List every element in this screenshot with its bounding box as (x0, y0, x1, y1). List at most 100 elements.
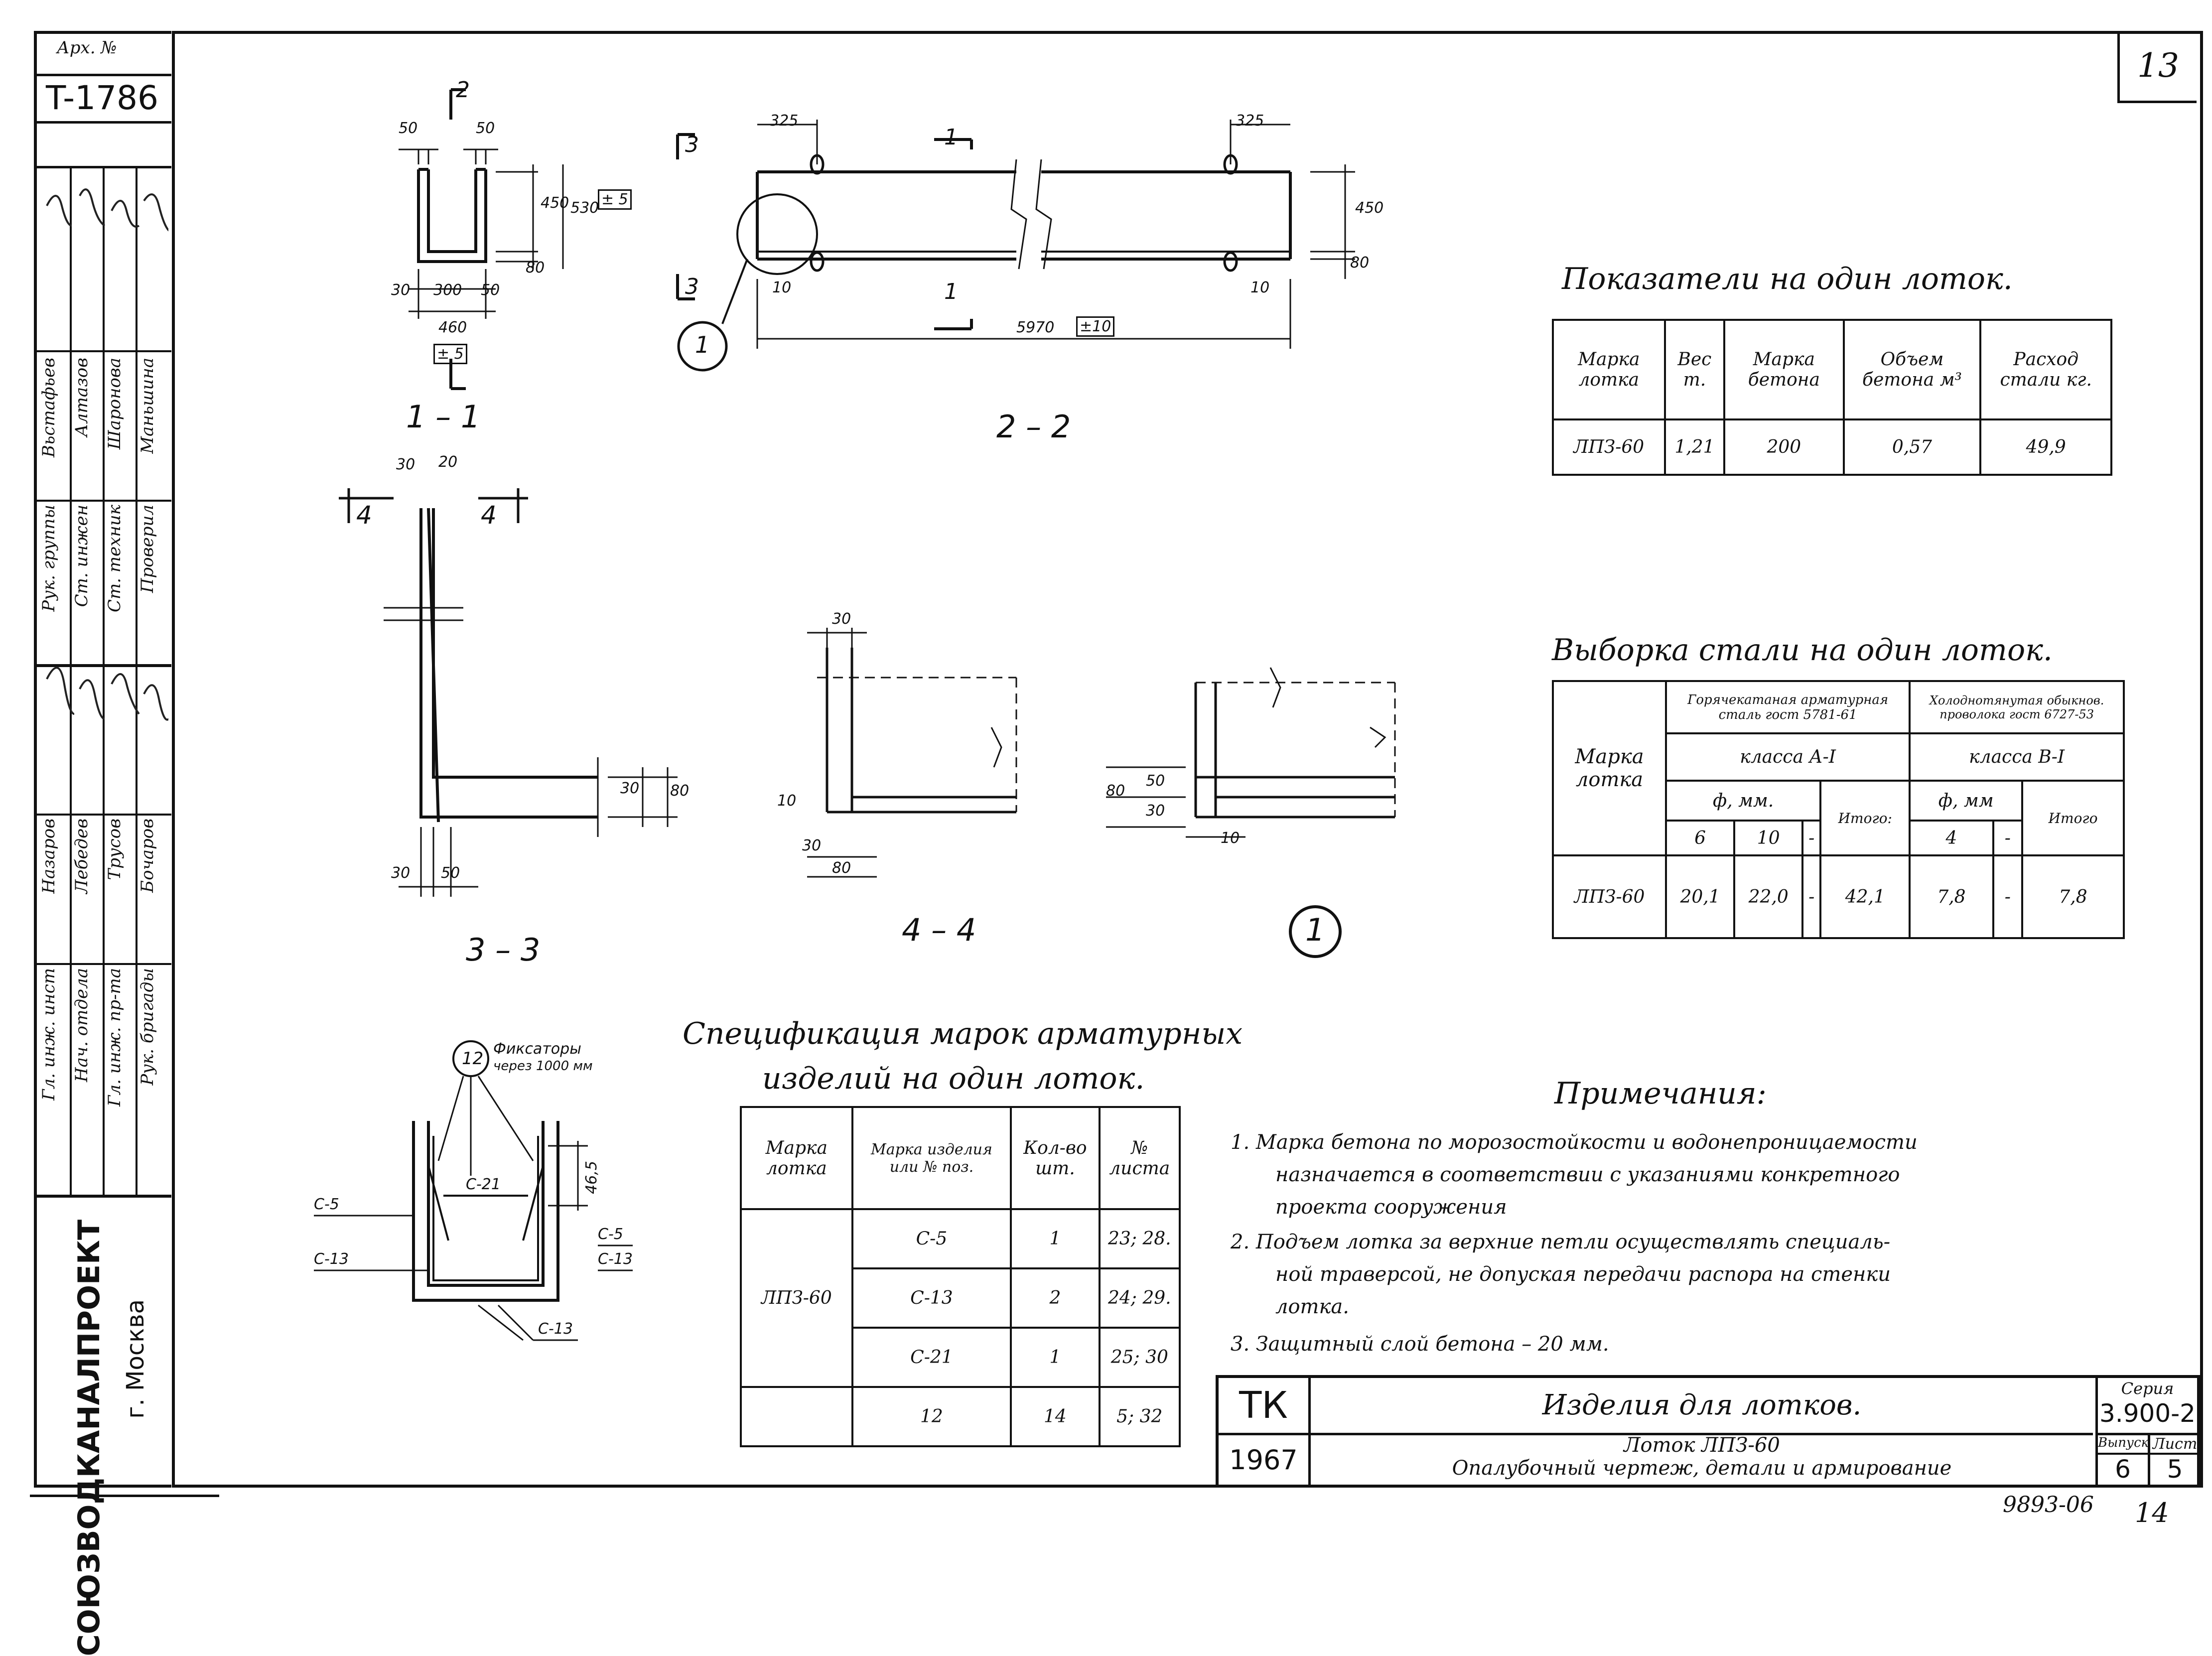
note-line-2: назначается в соответствии с указаниями … (1275, 1163, 1900, 1186)
note-line-4: 2. Подъем лотка за верхние петли осущест… (1231, 1231, 1891, 1253)
dim-22-325b: 325 (1236, 112, 1264, 130)
section-3-3-label: 3 – 3 (466, 932, 541, 968)
spec-r2-qty: 2 (1010, 1267, 1101, 1329)
indicators-table: Марка лотка Вес т. Марка бетона Объем бе… (1552, 319, 2112, 476)
spec-h-qty: Кол-во шт. (1010, 1106, 1101, 1210)
tb-year: 1967 (1219, 1435, 1311, 1485)
dim-33-30b: 30 (620, 780, 640, 797)
title-block: ТК 1967 Изделия для лотков. Лоток ЛПЗ-60… (1216, 1375, 2200, 1488)
ind-h-mark: Марка лотка (1552, 319, 1666, 420)
rebar-c13-left: С-13 (314, 1250, 349, 1268)
spec-r4-sheet: 5; 32 (1098, 1386, 1181, 1447)
steel-h-phi: ф, мм. (1664, 780, 1822, 822)
steel-v3: - (1801, 854, 1822, 939)
dim-n1-30: 30 (1146, 802, 1165, 820)
dim-33-50: 50 (441, 864, 460, 882)
steel-h-total2: Итого (2021, 780, 2125, 856)
cut-mark-4-left: 4 (356, 501, 372, 530)
spec-title-1: Спецификация марок арматурных (683, 1016, 1243, 1051)
rebar-c13-right: С-13 (598, 1250, 633, 1268)
dim-22-450: 450 (1355, 199, 1384, 217)
rebar-c5-left: С-5 (314, 1196, 339, 1213)
spec-r1-sheet: 23; 28. (1098, 1208, 1181, 1269)
steel-v7: 7,8 (2021, 854, 2125, 939)
steel-v1: 20,1 (1664, 854, 1736, 939)
ind-concrete: 200 (1723, 418, 1845, 476)
dim-22-80: 80 (1350, 254, 1370, 272)
cut-mark-2: 2 (456, 77, 470, 103)
ind-h-volume: Объем бетона м³ (1842, 319, 1982, 420)
cut-mark-3-top: 3 (685, 132, 699, 157)
page-number: 13 (2117, 31, 2197, 103)
dim-33-80: 80 (670, 782, 690, 800)
note-line-5: ной траверсой, не допуская передачи расп… (1275, 1263, 1891, 1286)
section-4-4-label: 4 – 4 (902, 912, 976, 948)
archive-label: Арх. № (57, 38, 117, 58)
rebar-c5-right: С-5 (598, 1226, 623, 1243)
footer-rule (30, 1495, 219, 1497)
dim-11-50c: 50 (481, 281, 500, 299)
steel-v5: 7,8 (1909, 854, 1994, 939)
steel-v2: 22,0 (1733, 854, 1804, 939)
rebar-c21: С-21 (466, 1176, 501, 1193)
cut-mark-1-top: 1 (944, 125, 958, 150)
dim-33-30c: 30 (391, 864, 411, 882)
steel-h-total: Итого: (1819, 780, 1911, 856)
footer-page: 14 (2135, 1497, 2169, 1528)
spec-r3-item: С-21 (851, 1327, 1012, 1388)
tb-tk: ТК (1219, 1378, 1311, 1435)
callout-1: 1 (695, 331, 710, 358)
archive-box: Арх. № (37, 34, 171, 76)
ind-h-weight: Вес т. (1663, 319, 1726, 420)
tb-issue: 6 (2098, 1453, 2148, 1487)
dim-11-tol: ± 5 (598, 189, 632, 210)
dim-11-tol-b: ± 5 (433, 344, 467, 364)
dim-44-80: 80 (832, 859, 851, 877)
dim-22-tol: ±10 (1076, 316, 1115, 337)
archive-number: T-1786 (46, 79, 159, 117)
steel-h-class1: класса А-I (1664, 732, 1911, 782)
ind-volume: 0,57 (1842, 418, 1982, 476)
dim-11-460: 460 (438, 319, 467, 336)
spec-r4-qty: 14 (1010, 1386, 1101, 1447)
dim-44-30b: 30 (802, 837, 822, 854)
spec-r2-item: С-13 (851, 1267, 1012, 1329)
dim-11-530: 530 (570, 199, 599, 217)
dim-44-10: 10 (777, 792, 797, 810)
dim-11-30: 30 (391, 281, 411, 299)
rebar-dim: 46,5 (583, 1161, 600, 1194)
indicators-title: Показатели на один лоток. (1562, 262, 2013, 296)
rebar-fixators: Фиксаторы (493, 1040, 581, 1058)
spec-r1-qty: 1 (1010, 1208, 1101, 1269)
tb-issue-label: Выпуск (2098, 1435, 2149, 1450)
spec-r1-item: С-5 (851, 1208, 1012, 1269)
tb-sheet-label: Лист (2148, 1435, 2200, 1453)
section-1-1-label: 1 – 1 (406, 399, 481, 435)
tb-subtitle-1: Лоток ЛПЗ-60 (1624, 1434, 1780, 1457)
tb-sheet: 5 (2148, 1453, 2200, 1487)
rebar-fixators-step: через 1000 мм (493, 1059, 593, 1074)
steel-v4: 42,1 (1819, 854, 1911, 939)
dim-22-10b: 10 (1250, 279, 1270, 296)
spec-r2-sheet: 24; 29. (1098, 1267, 1181, 1329)
spec-h-sheet: № листа (1098, 1106, 1181, 1210)
section-2-2-label: 2 – 2 (996, 409, 1071, 445)
dim-n1-10: 10 (1221, 829, 1240, 847)
rebar-pos-12: 12 (462, 1049, 484, 1069)
ind-steel: 49,9 (1979, 418, 2112, 476)
ind-h-concrete: Марка бетона (1723, 319, 1845, 420)
note-line-1: 1. Марка бетона по морозостойкости и вод… (1231, 1131, 1918, 1154)
steel-d2: 10 (1733, 820, 1804, 856)
dim-11-450: 450 (541, 194, 569, 212)
spec-h-item: Марка изделия или № поз. (851, 1106, 1012, 1210)
steel-d1: 6 (1664, 820, 1736, 856)
ind-mark: ЛПЗ-60 (1552, 418, 1666, 476)
steel-d4: 4 (1909, 820, 1994, 856)
signature-block: Рук. группы Ст. инжен Ст. техник Провери… (37, 166, 171, 1198)
dim-22-325a: 325 (770, 112, 799, 130)
steel-d3: - (1801, 820, 1822, 856)
signature-scribbles (46, 188, 168, 721)
spec-r3-qty: 1 (1010, 1327, 1101, 1388)
spec-r4-blank (740, 1386, 853, 1447)
dim-11-50b: 50 (476, 120, 495, 137)
